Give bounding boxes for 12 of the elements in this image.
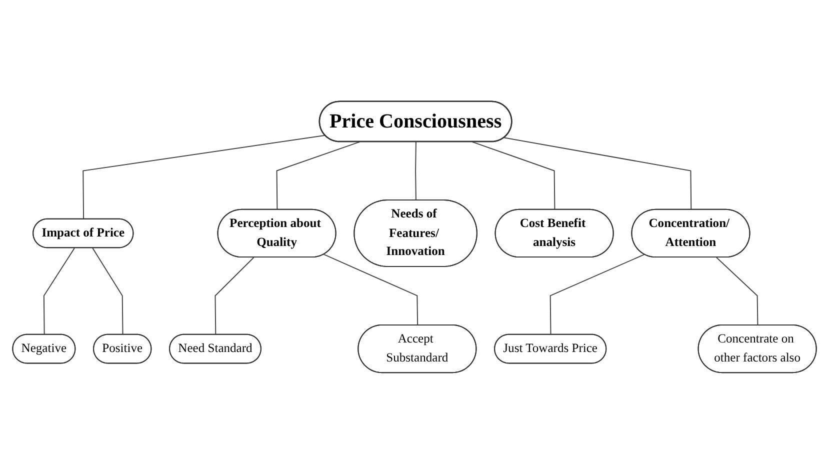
- topic-ellipse: Just Towards Price: [494, 334, 607, 364]
- topic-ellipse: Accept Substandard: [358, 324, 477, 374]
- topic-ellipse: Positive: [93, 334, 152, 364]
- topic-ellipse: Cost Benefit analysis: [494, 208, 614, 258]
- topic-ellipse: Perception about Quality: [217, 208, 336, 258]
- topic-ellipse: Concentration/ Attention: [631, 208, 750, 258]
- topic-ellipse: Price Consciousness: [318, 100, 512, 142]
- topic-ellipse: Concentrate on other factors also: [698, 324, 817, 374]
- topic-ellipse: Impact of Price: [32, 218, 134, 248]
- topic-ellipse: Needs of Features/ Innovation: [354, 200, 478, 267]
- topic-ellipse: Negative: [12, 334, 76, 364]
- topic-ellipse: Need Standard: [169, 334, 262, 364]
